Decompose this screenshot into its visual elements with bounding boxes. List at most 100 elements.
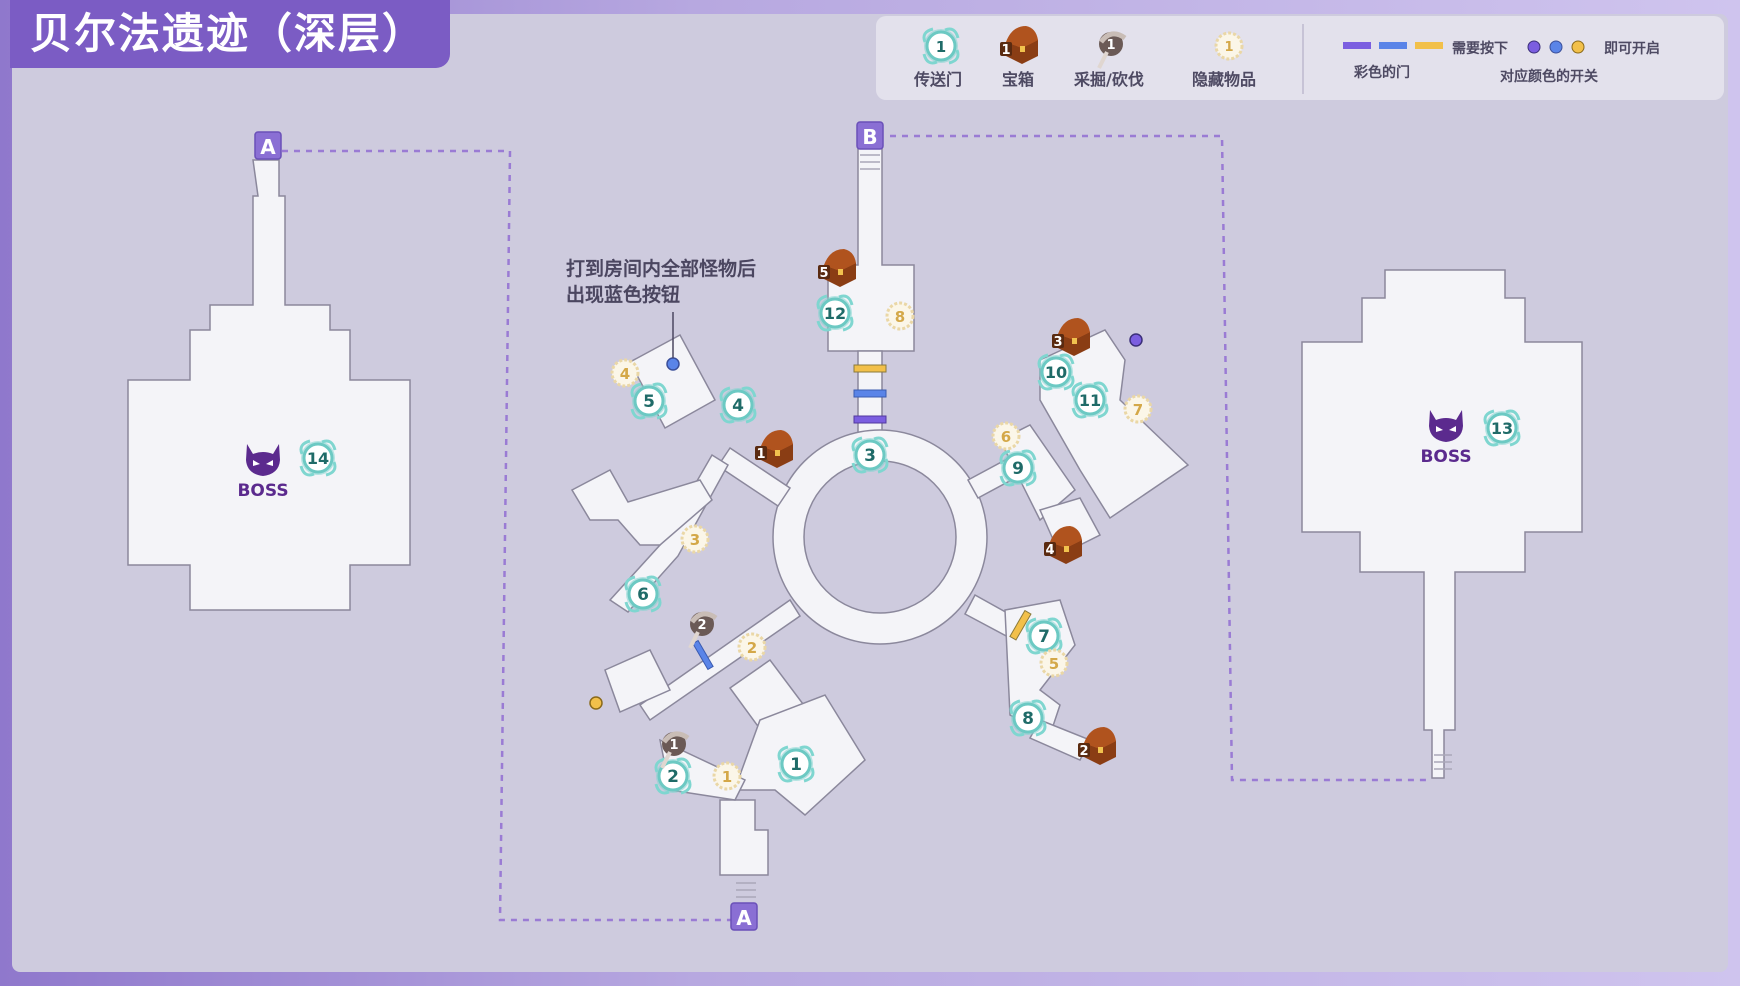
dashed-path-a bbox=[282, 149, 740, 922]
chest-2-label: 2 bbox=[1079, 744, 1088, 759]
legend-icons: 1 1 1 1 bbox=[922, 24, 1585, 94]
gather-2-icon: 2 bbox=[690, 612, 716, 648]
chest-3-label: 3 bbox=[1053, 335, 1062, 350]
legend-switch-purple bbox=[1527, 40, 1541, 54]
legend-gather-icon: 1 bbox=[1099, 32, 1125, 68]
hidden-item-4-icon: 4 bbox=[610, 358, 640, 388]
gather-1-icon: 1 bbox=[662, 732, 688, 768]
connection-lines bbox=[282, 134, 1430, 922]
sw-room bbox=[604, 649, 672, 714]
hidden-item-6-icon: 6 bbox=[991, 421, 1021, 451]
north-stairs bbox=[860, 154, 880, 170]
portal-8-icon: 8 bbox=[1009, 699, 1047, 737]
hidden-item-8-label: 8 bbox=[895, 308, 905, 326]
chest-1-icon: 1 bbox=[755, 430, 793, 468]
portal-4-icon: 4 bbox=[719, 386, 757, 424]
chest-1-label: 1 bbox=[756, 447, 765, 462]
e-room bbox=[998, 424, 1077, 522]
central-ring-inner bbox=[803, 460, 957, 614]
door-blue-west bbox=[692, 639, 714, 671]
legend-switch-blue bbox=[1549, 40, 1563, 54]
legend-portal-label: 传送门 bbox=[914, 70, 963, 89]
switch-yellow-sw[interactable] bbox=[589, 696, 603, 710]
south-stairs bbox=[736, 882, 756, 898]
legend-door-blue bbox=[1379, 42, 1407, 49]
legend-switch-yellow bbox=[1571, 40, 1585, 54]
door-yellow-east bbox=[1009, 609, 1032, 641]
hidden-item-6-label: 6 bbox=[1001, 428, 1011, 446]
hidden-item-3-icon: 3 bbox=[680, 524, 710, 554]
boss-right-icon: BOSS bbox=[1420, 410, 1472, 467]
marker-a-top-label: A bbox=[260, 135, 276, 159]
legend-chest-label: 宝箱 bbox=[1002, 70, 1035, 89]
legend-switch-label: 对应颜色的开关 bbox=[1500, 69, 1598, 85]
left-boss-room bbox=[127, 159, 411, 611]
annotation-text: 打到房间内全部怪物后 出现蓝色按钮 bbox=[566, 258, 757, 306]
marker-a-bottom: A bbox=[730, 902, 758, 931]
hidden-item-2-label: 2 bbox=[747, 639, 757, 657]
door-blue-north bbox=[853, 389, 887, 398]
hidden-item-5-label: 5 bbox=[1049, 655, 1059, 673]
hidden-item-2-icon: 2 bbox=[737, 632, 767, 662]
west-wing bbox=[570, 468, 713, 546]
legend-door-purple bbox=[1343, 42, 1371, 49]
portal-14-label: 14 bbox=[307, 449, 329, 468]
ne-wing bbox=[1039, 329, 1190, 520]
gather-1-label: 1 bbox=[669, 738, 678, 753]
portal-6-icon: 6 bbox=[624, 575, 662, 613]
portal-13-label: 13 bbox=[1491, 419, 1513, 438]
marker-a-top: A bbox=[254, 131, 282, 160]
portal-12-label: 12 bbox=[824, 304, 846, 323]
switch-blue-west[interactable] bbox=[666, 357, 680, 371]
chest-4-icon: 4 bbox=[1044, 526, 1082, 564]
hidden-item-1-icon: 1 bbox=[712, 761, 742, 791]
hidden-item-1-label: 1 bbox=[722, 768, 732, 786]
marker-b-top-label: B bbox=[862, 125, 877, 149]
boss-left-label: BOSS bbox=[237, 481, 288, 501]
boss-right-label: BOSS bbox=[1420, 447, 1471, 467]
page-title: 贝尔法遗迹（深层） bbox=[10, 0, 450, 68]
gather-2-label: 2 bbox=[697, 618, 706, 633]
portal-2-icon: 2 bbox=[654, 757, 692, 795]
portal-4-label: 4 bbox=[732, 396, 744, 416]
portal-7-icon: 7 bbox=[1025, 617, 1063, 655]
portal-9-icon: 9 bbox=[999, 449, 1037, 487]
portal-9-label: 9 bbox=[1012, 459, 1024, 479]
portal-10-label: 10 bbox=[1045, 363, 1067, 382]
portal-6-label: 6 bbox=[637, 585, 649, 605]
portal-5-label: 5 bbox=[643, 392, 655, 412]
chest-5-icon: 5 bbox=[818, 249, 856, 287]
portal-8-label: 8 bbox=[1022, 709, 1034, 729]
portal-12-icon: 12 bbox=[816, 294, 854, 332]
legend-press-label: 需要按下 bbox=[1452, 41, 1508, 57]
legend-hidden-num: 1 bbox=[1224, 40, 1233, 55]
hidden-item-5-icon: 5 bbox=[1039, 648, 1069, 678]
switch-purple-ne[interactable] bbox=[1129, 333, 1143, 347]
door-purple-north bbox=[853, 415, 887, 424]
door-yellow-north bbox=[853, 364, 887, 373]
legend-door-yellow bbox=[1415, 42, 1443, 49]
boss-left-icon: BOSS bbox=[237, 444, 289, 501]
legend-gather-num: 1 bbox=[1106, 38, 1115, 53]
portal-1-icon: 1 bbox=[777, 745, 815, 783]
legend-portal-icon: 1 bbox=[922, 27, 960, 65]
legend-open-label: 即可开启 bbox=[1604, 41, 1660, 57]
portal-7-label: 7 bbox=[1038, 627, 1050, 647]
legend-hidden-icon: 1 bbox=[1214, 31, 1244, 61]
right-stairs bbox=[1434, 754, 1452, 770]
portal-13-icon: 13 bbox=[1483, 409, 1521, 447]
chest-5-label: 5 bbox=[819, 266, 828, 281]
legend-portal-num: 1 bbox=[936, 38, 946, 56]
hidden-item-7-icon: 7 bbox=[1123, 394, 1153, 424]
portal-11-icon: 11 bbox=[1071, 381, 1109, 419]
legend-chest-icon: 1 bbox=[1000, 26, 1038, 64]
portal-2-label: 2 bbox=[667, 767, 679, 787]
legend-panel: 1 1 1 1 传送门 宝箱 采掘/砍伐 隐藏物品 bbox=[876, 16, 1724, 100]
legend-chest-num: 1 bbox=[1001, 43, 1010, 58]
s-bottom bbox=[719, 799, 769, 876]
portal-1-label: 1 bbox=[790, 755, 802, 775]
sw-corridor bbox=[638, 598, 802, 722]
portal-11-label: 11 bbox=[1079, 391, 1101, 410]
